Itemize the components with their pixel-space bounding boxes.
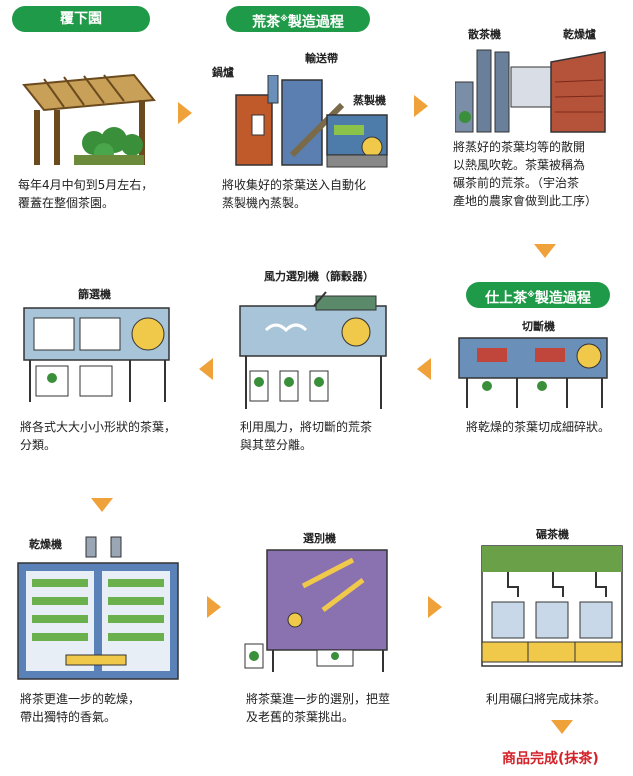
label-scatter: 散茶機	[468, 28, 501, 41]
arrow-down-3	[551, 720, 573, 734]
sorter-illustration	[244, 549, 388, 672]
caption-step6: 將各式大大小小形狀的茶葉， 分類。	[20, 420, 177, 452]
arrow-left-2	[199, 358, 213, 380]
header-shiage-suffix: 製造過程	[534, 290, 591, 307]
arrow-left-1	[417, 358, 431, 380]
header-aracha-suffix: 製造過程	[287, 14, 344, 31]
caption-step5: 利用風力，將切斷的荒茶 與其莖分離。	[240, 420, 373, 452]
header-shiage-label: 仕上茶	[485, 290, 528, 307]
caption-step2: 將收集好的茶葉送入自動化 蒸製機內蒸製。	[222, 178, 367, 210]
caption-step4: 將乾燥的茶葉切成細碎狀。	[466, 420, 611, 434]
arrow-right-3	[207, 596, 221, 618]
label-boiler: 鍋爐	[212, 66, 234, 79]
dryer-illustration	[17, 536, 179, 680]
caption-step3: 將蒸好的茶葉均等的散開 以熱風吹乾。茶葉被稱為 碾茶前的荒茶。（宇治茶 產地的農…	[453, 140, 598, 208]
caption-step1: 每年4月中旬到5月左右， 覆蓋在整個茶園。	[18, 178, 154, 210]
caption-step9: 利用碾臼將完成抹茶。	[486, 692, 607, 706]
mill-illustration	[481, 545, 623, 667]
label-cutter: 切斷機	[522, 320, 555, 333]
steamer-illustration	[235, 75, 388, 168]
caption-step8: 將茶葉進一步的選別，把莖 及老舊的茶葉挑出。	[246, 692, 391, 724]
label-dryer2: 乾燥機	[29, 538, 62, 551]
arrow-right-2	[414, 95, 428, 117]
arrow-right-4	[428, 596, 442, 618]
header-shiage-process: 仕上茶※製造過程	[466, 282, 610, 308]
label-dryer1: 乾燥爐	[563, 28, 596, 41]
header-aracha-label: 荒茶	[252, 14, 281, 31]
arrow-down-2	[91, 498, 113, 512]
header-aracha-process: 荒茶※製造過程	[226, 6, 370, 32]
arrow-down-1	[534, 244, 556, 258]
label-wind-sorter: 風力選別機（篩穀器）	[264, 270, 374, 283]
caption-step7: 將茶更進一步的乾燥， 帶出獨特的香氣。	[20, 692, 141, 724]
label-sorter: 選別機	[303, 532, 336, 545]
scatter-dryer-illustration	[455, 49, 606, 133]
sieve-illustration	[23, 307, 170, 402]
header-shade-garden: 覆下園	[12, 6, 150, 32]
arrow-right-1	[178, 102, 192, 124]
label-sieve: 篩選機	[78, 288, 111, 301]
wind-sorter-illustration	[239, 291, 387, 409]
final-product-label: 商品完成(抹茶)	[502, 751, 599, 767]
label-conveyor: 輸送帶	[305, 52, 338, 65]
cutter-illustration	[458, 337, 608, 408]
label-mill: 碾茶機	[536, 528, 569, 541]
shade-garden-illustration	[22, 73, 156, 165]
label-steamer: 蒸製機	[353, 94, 386, 107]
